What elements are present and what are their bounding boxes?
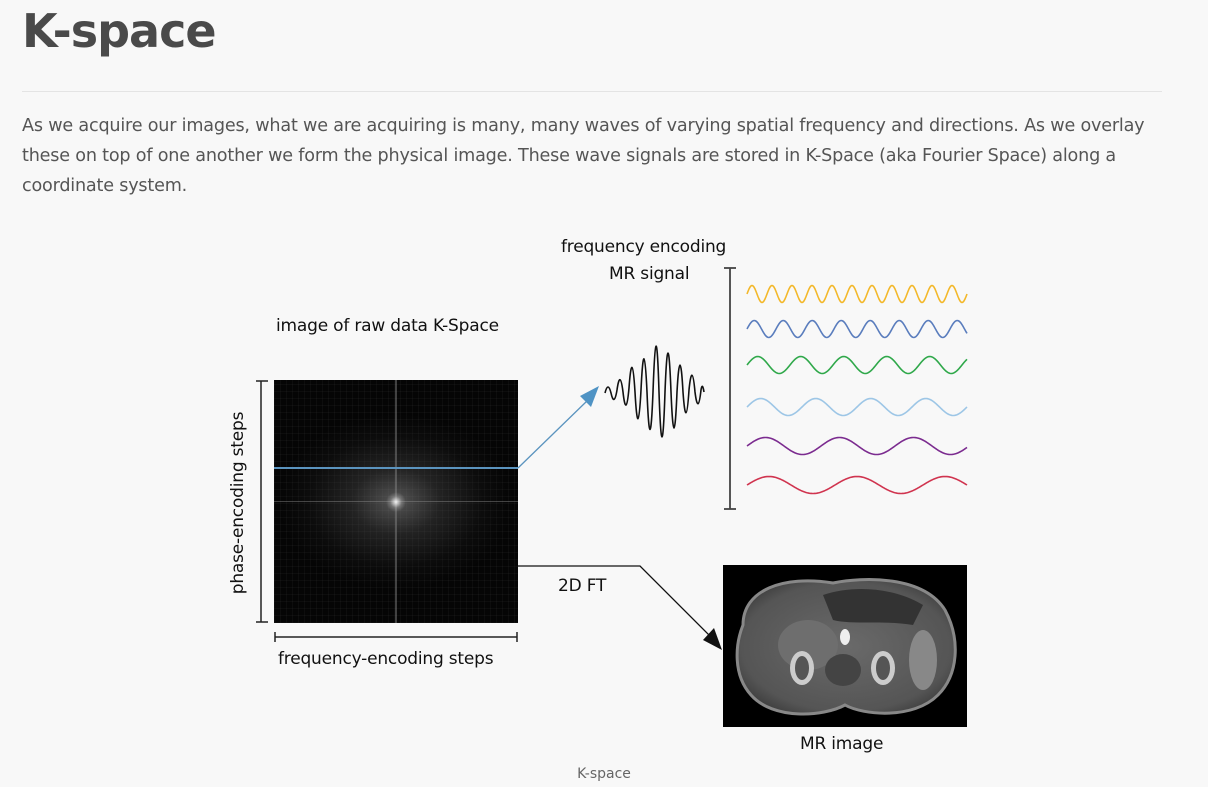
kspace-raw-data-image: [274, 380, 518, 623]
frequency-waves: [746, 284, 968, 495]
wave-1: [746, 284, 968, 304]
mr-image-label: MR image: [800, 734, 884, 754]
signal-label-line2: MR signal: [609, 264, 690, 284]
phase-axis-bracket: [256, 380, 268, 623]
signal-arrow: [517, 386, 599, 469]
kspace-image-label: image of raw data K-Space: [276, 316, 499, 336]
wave-4: [746, 397, 968, 417]
frequency-scale-bar: [724, 267, 736, 510]
mr-signal-echo: [604, 345, 705, 438]
figure-caption: K-space: [577, 766, 631, 782]
abdomen-mr-scan: [735, 578, 957, 716]
wave-6: [746, 475, 968, 495]
ft-arrow: [518, 565, 722, 650]
mr-image: [723, 565, 967, 727]
title-divider: [22, 91, 1162, 92]
page-title: K-space: [22, 4, 217, 58]
wave-3: [746, 355, 968, 375]
selected-kspace-line: [274, 467, 518, 469]
intro-paragraph: As we acquire our images, what we are ac…: [22, 116, 1145, 196]
frequency-encoding-axis-label: frequency-encoding steps: [278, 649, 494, 669]
kspace-center-bright-spot: [386, 492, 406, 512]
signal-label-line1: frequency encoding: [561, 237, 727, 257]
wave-2: [746, 319, 968, 339]
frequency-axis-bracket: [274, 632, 518, 642]
ft-label: 2D FT: [558, 576, 607, 596]
wave-5: [746, 436, 968, 456]
